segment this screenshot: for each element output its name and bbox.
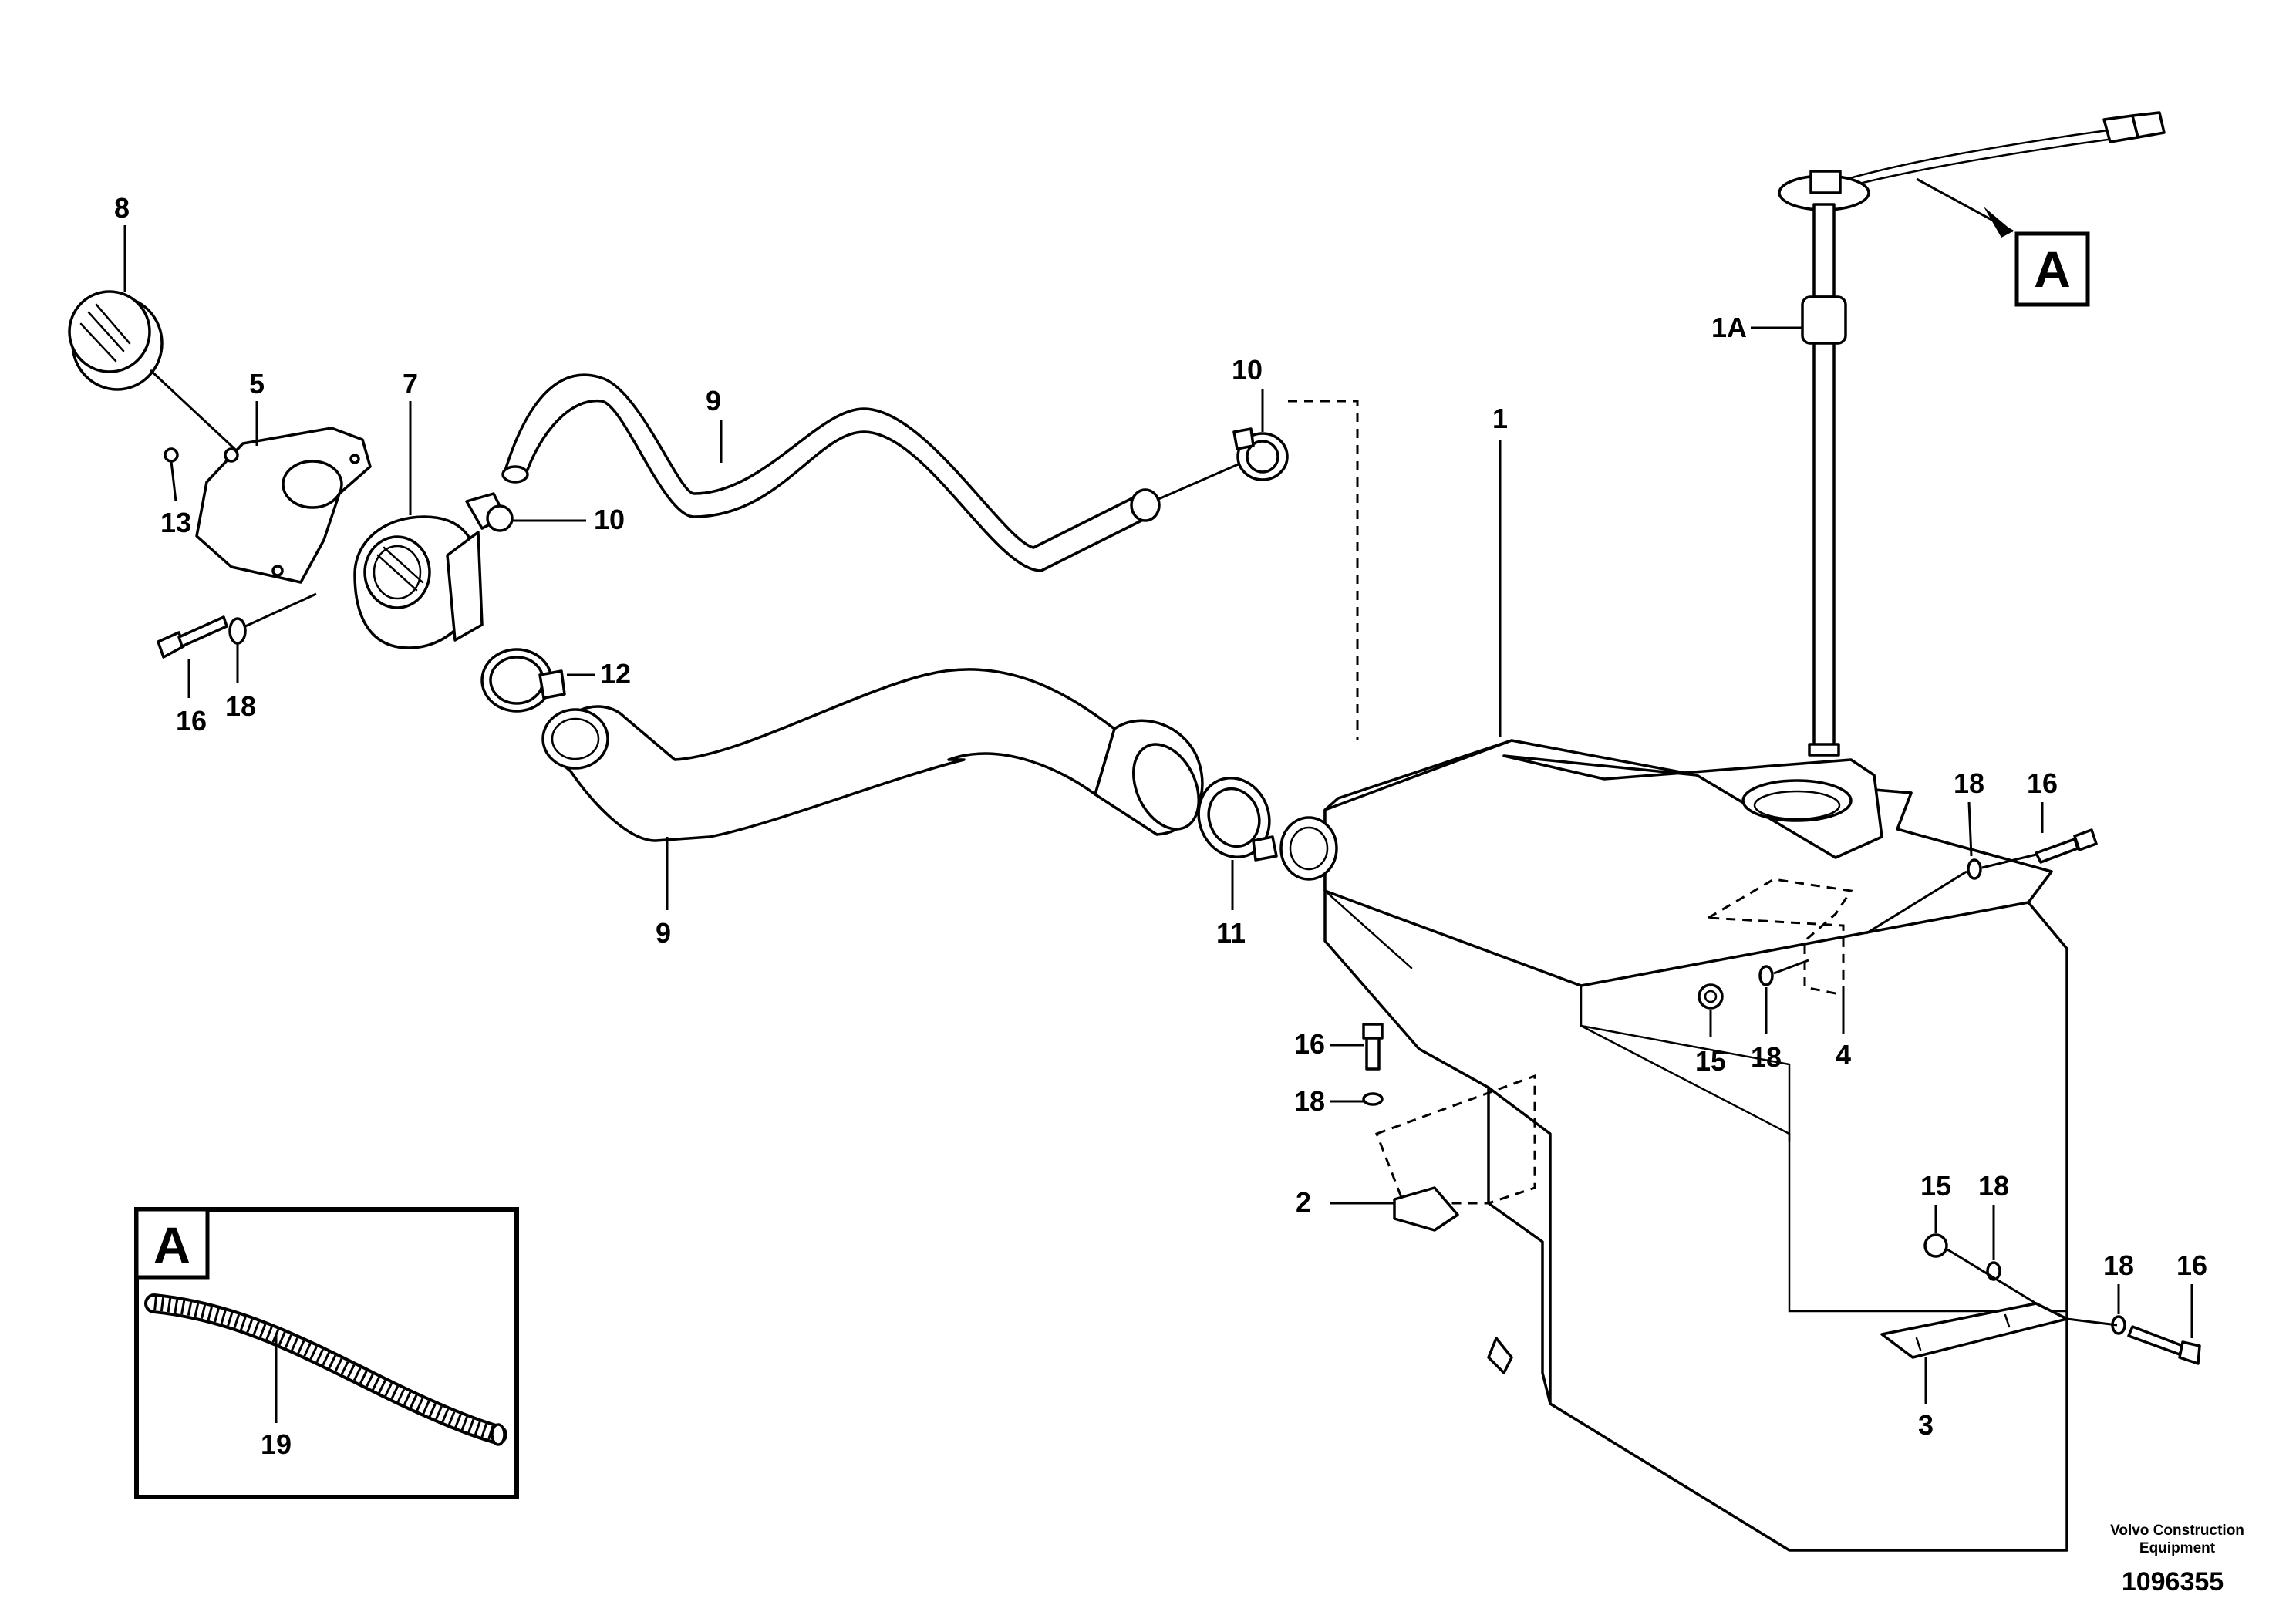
label-16-right-top: 16 — [2027, 767, 2058, 799]
label-5: 5 — [249, 368, 265, 400]
label-1: 1 — [1492, 403, 1508, 434]
bracket-2 — [1393, 1186, 1459, 1232]
view-a-callout-letter: A — [2034, 241, 2071, 298]
hose-clamp-10-mid — [465, 492, 586, 532]
label-2: 2 — [1296, 1186, 1311, 1218]
credit-line-2: Equipment — [2139, 1540, 2216, 1556]
bolt-16-mid — [1330, 1023, 1384, 1071]
filler-neck — [353, 401, 484, 649]
vent-hose — [501, 373, 1242, 572]
filler-bracket — [195, 401, 372, 584]
label-18-right-top: 18 — [1954, 767, 1984, 799]
washer-18-mid-left — [1330, 1092, 1384, 1106]
washer-18-low-b — [2111, 1284, 2126, 1335]
detail-a-title-box — [134, 1207, 210, 1280]
label-13: 13 — [160, 507, 191, 538]
bolt-16-left — [157, 615, 228, 698]
hose-clamp-12 — [480, 648, 595, 713]
label-15-mid: 15 — [1695, 1045, 1726, 1077]
washer-18-right-top — [1866, 801, 2037, 935]
label-15-low: 15 — [1920, 1170, 1951, 1202]
label-19: 19 — [261, 1428, 292, 1460]
label-12: 12 — [600, 658, 631, 690]
label-18-tank: 18 — [1751, 1041, 1782, 1073]
screw-13 — [164, 447, 179, 502]
label-10-top: 10 — [1232, 354, 1263, 386]
tank-inlet-spigot — [1279, 816, 1338, 881]
label-18-mid: 18 — [1294, 1085, 1325, 1117]
label-11: 11 — [1216, 917, 1246, 949]
label-18-left: 18 — [225, 690, 256, 722]
washer-18-left — [228, 592, 317, 683]
sender-float — [1801, 295, 1847, 345]
nut-15-mid — [1698, 983, 1724, 1037]
bolt-16-right-top — [2035, 802, 2098, 864]
drawing-number: 1096355 — [2122, 1567, 2224, 1597]
nut-15-low — [1923, 1205, 1948, 1258]
view-arrow-a: A — [1916, 177, 2090, 307]
tank-filler-opening — [1741, 779, 1853, 822]
label-7: 7 — [403, 368, 418, 400]
bolt-16-right-low — [2066, 1284, 2201, 1365]
bracket-2-outline — [1375, 1074, 1536, 1205]
label-18-low-b: 18 — [2103, 1249, 2134, 1281]
detail-a-title: A — [153, 1216, 190, 1273]
label-18-low-a: 18 — [1978, 1170, 2009, 1202]
credit-line-1: Volvo Construction — [2110, 1523, 2244, 1539]
label-16-left: 16 — [176, 705, 207, 737]
label-1a: 1A — [1711, 312, 1747, 343]
bracket-4 — [1704, 878, 1853, 996]
label-16-right-low: 16 — [2176, 1249, 2207, 1281]
fuel-tank — [1279, 440, 2068, 1552]
view-a-callout-box — [2014, 231, 2090, 307]
detail-a-inset: A 19 — [134, 1207, 519, 1499]
fuel-level-sender — [1778, 111, 2166, 757]
label-3: 3 — [1918, 1409, 1934, 1441]
filler-hose — [541, 668, 1204, 910]
label-8: 8 — [114, 192, 130, 224]
washer-18-mid — [1758, 959, 1809, 1034]
drain-valve — [1487, 1337, 1513, 1374]
hose-clamp-10-upper — [1232, 389, 1289, 481]
label-10-mid: 10 — [594, 504, 625, 535]
label-9-top: 9 — [706, 385, 721, 416]
hose-clamp-11 — [1197, 777, 1278, 910]
label-4: 4 — [1836, 1039, 1851, 1071]
label-9-bottom: 9 — [656, 917, 671, 949]
label-16-mid: 16 — [1294, 1028, 1325, 1060]
